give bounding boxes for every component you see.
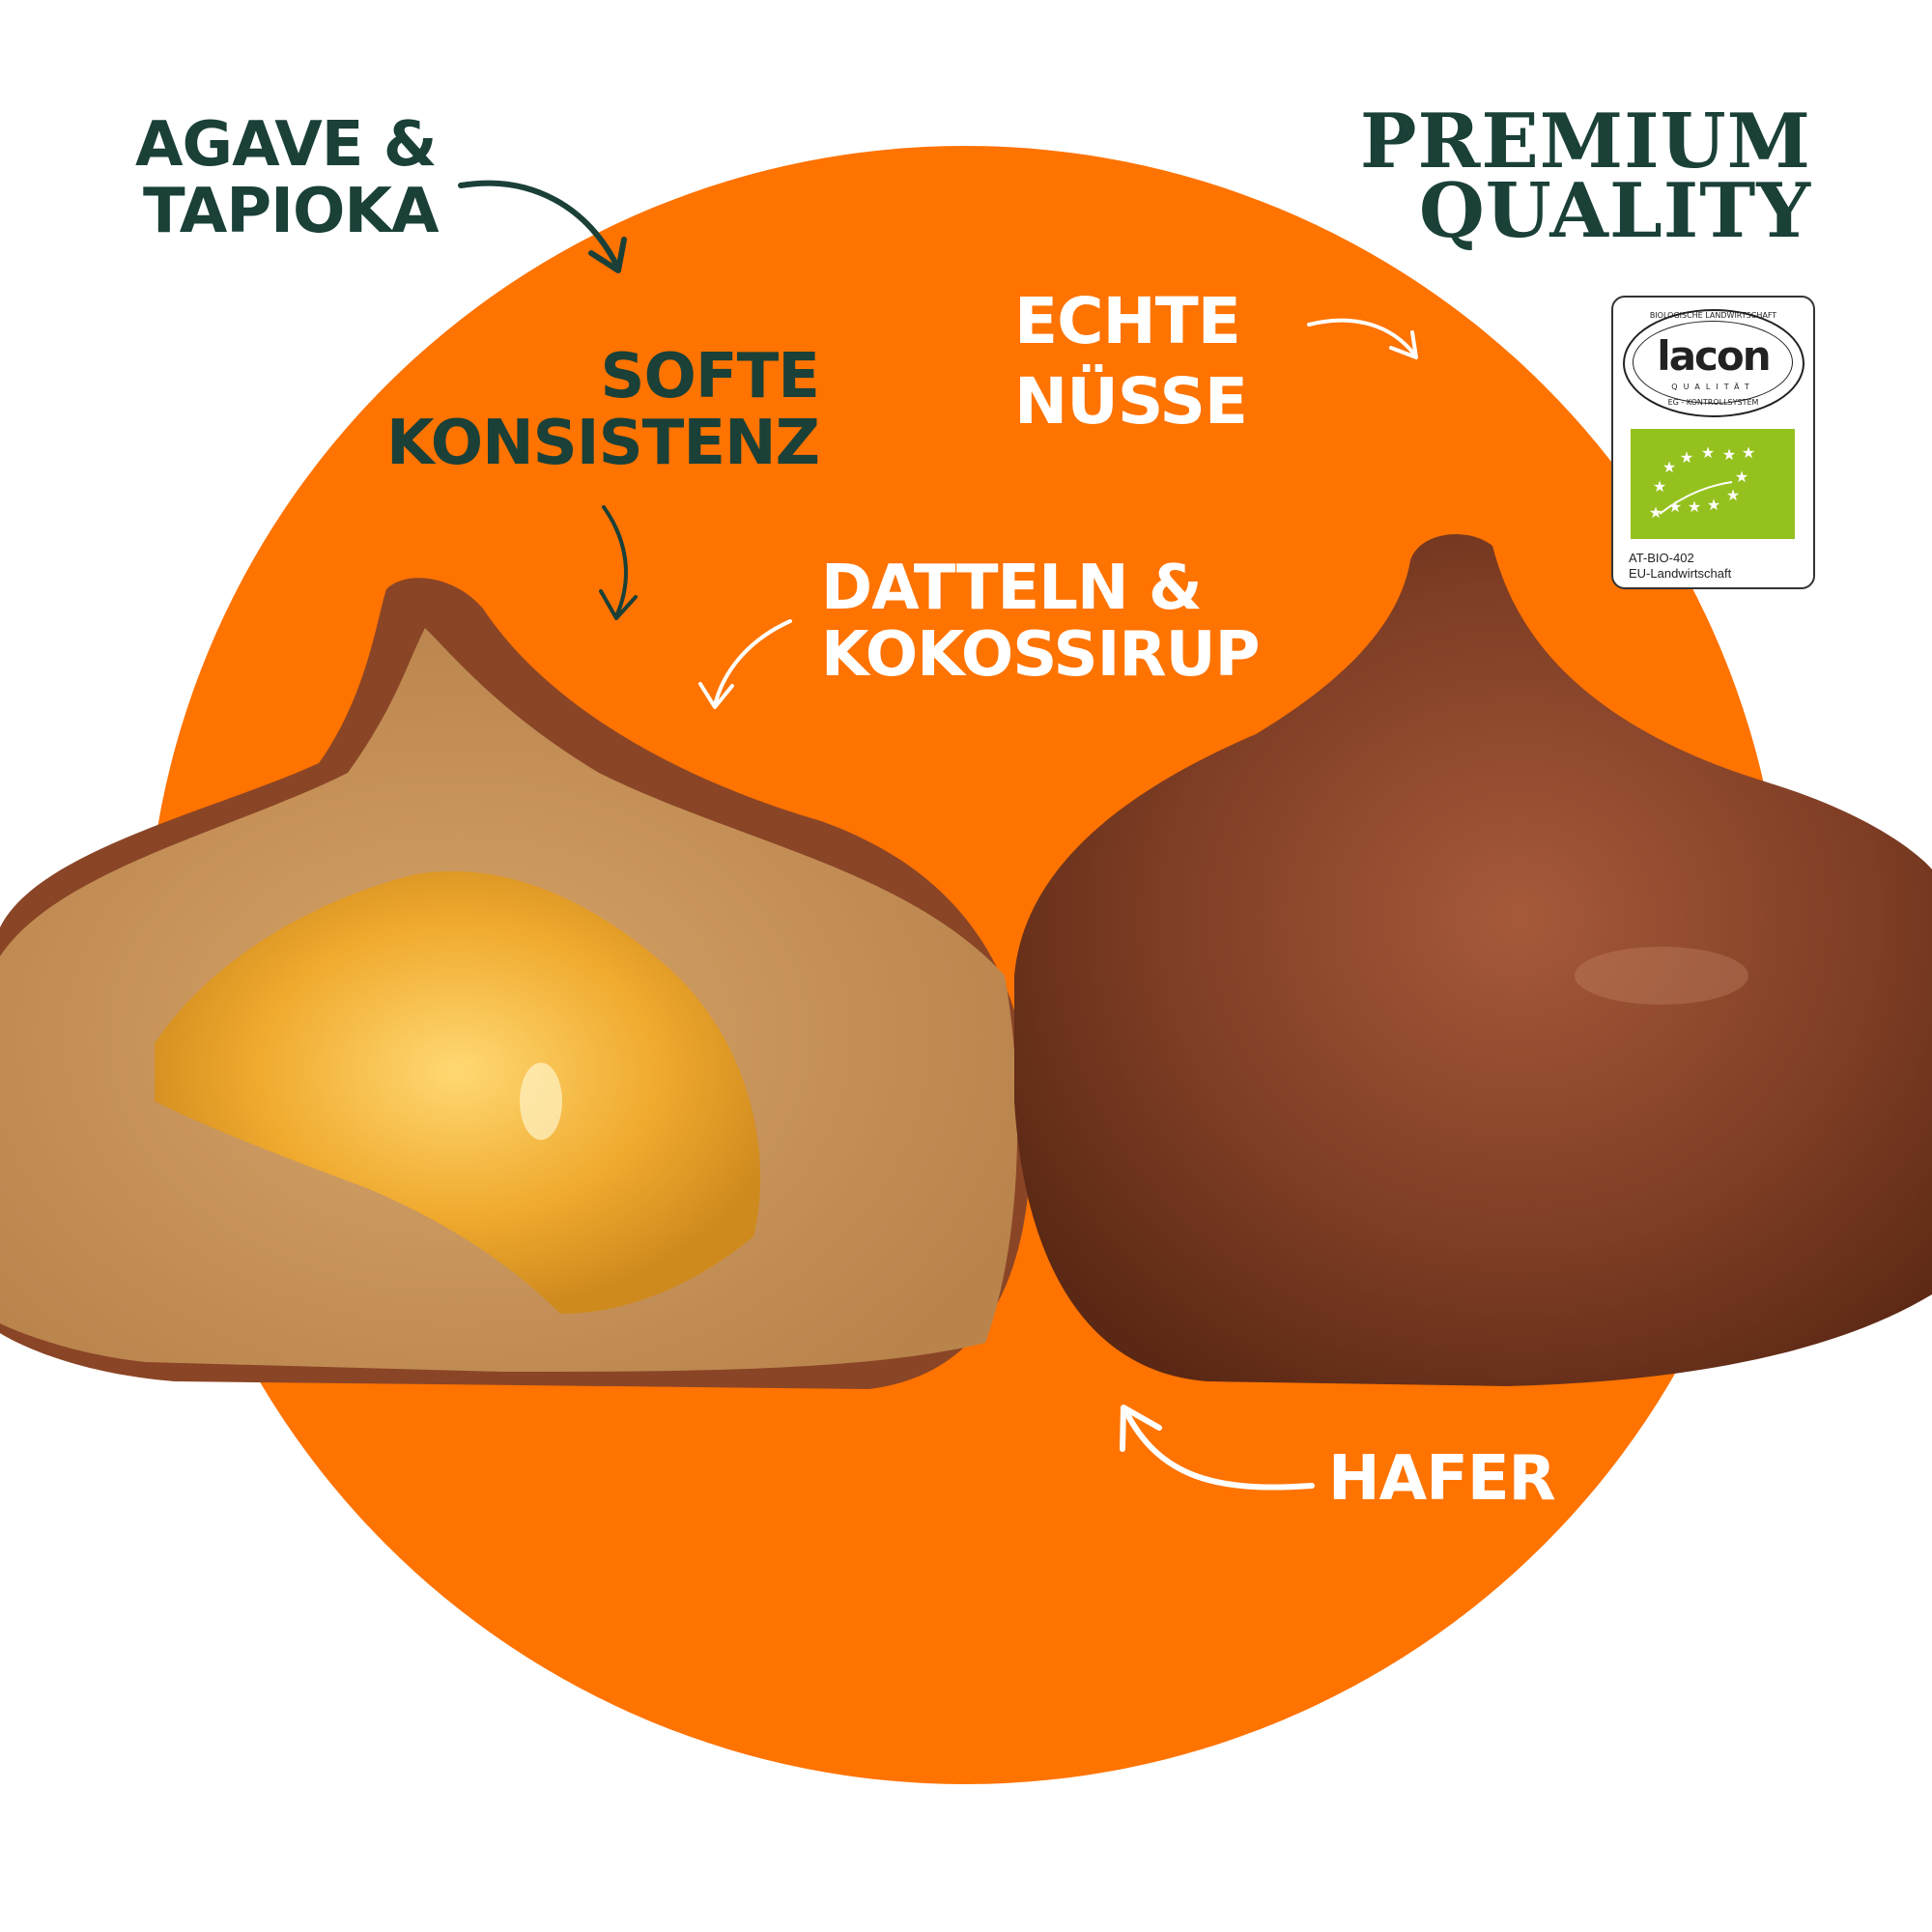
svg-text:★: ★ xyxy=(1662,458,1676,476)
label-line: SOFTE xyxy=(600,341,820,412)
label-line: ECHTE xyxy=(1014,284,1241,358)
svg-text:★: ★ xyxy=(1653,477,1666,496)
svg-text:★: ★ xyxy=(1742,443,1755,462)
organic-certification-badge: BIOLOGISCHE LANDWIRTSCHAFT lacon QUALITÄ… xyxy=(1611,296,1815,589)
ring-text-top: BIOLOGISCHE LANDWIRTSCHAFT xyxy=(1649,311,1777,320)
svg-text:★: ★ xyxy=(1707,496,1720,514)
eu-organic-leaf-icon: ★★★★★ ★★★★★★★ xyxy=(1631,429,1795,539)
origin-text: EU-Landwirtschaft xyxy=(1629,566,1732,582)
label-datteln-kokossirup: DATTELN & KOKOSSIRUP xyxy=(821,553,1261,692)
label-softe-konsistenz: SOFTE KONSISTENZ xyxy=(385,341,820,480)
svg-text:★: ★ xyxy=(1680,448,1693,467)
label-line: KONSISTENZ xyxy=(385,408,820,480)
chocolate-coating xyxy=(1014,534,1932,1386)
svg-text:★: ★ xyxy=(1688,497,1701,516)
arrow-hafer xyxy=(1120,1405,1315,1491)
lacon-logo: lacon xyxy=(1613,336,1813,377)
ring-text-bottom: EG - KONTROLLSYSTEM xyxy=(1667,398,1759,407)
label-echte-nuesse: ECHTE NÜSSE xyxy=(1014,282,1248,441)
svg-text:★: ★ xyxy=(1701,443,1715,462)
label-line: TAPIOKA xyxy=(143,176,439,248)
lacon-oval xyxy=(1623,309,1804,417)
arrow-agave xyxy=(458,180,627,273)
svg-text:★: ★ xyxy=(1722,445,1736,464)
svg-text:★: ★ xyxy=(1649,503,1662,522)
label-hafer: HAFER xyxy=(1328,1443,1556,1515)
label-line: NÜSSE xyxy=(1014,363,1248,439)
label-line: KOKOSSIRUP xyxy=(821,619,1261,692)
heading-line: PREMIUM xyxy=(1359,98,1811,185)
caramel-filling xyxy=(155,870,761,1314)
heading-line: QUALITY xyxy=(1418,167,1811,255)
brand-text: lacon xyxy=(1657,332,1771,380)
cut-cookie xyxy=(0,578,1033,1389)
lacon-inner-oval xyxy=(1633,321,1793,404)
certification-code: AT-BIO-402 EU-Landwirtschaft xyxy=(1629,551,1731,582)
arrow-softe xyxy=(599,505,638,620)
svg-text:★: ★ xyxy=(1726,486,1740,504)
svg-text:★: ★ xyxy=(1735,468,1748,486)
label-agave-tapioka: AGAVE & TAPIOKA xyxy=(135,109,439,248)
label-line: AGAVE & xyxy=(135,109,438,181)
control-code: AT-BIO-402 xyxy=(1629,551,1694,565)
label-line: DATTELN & xyxy=(821,553,1203,624)
arrow-echte xyxy=(1307,318,1418,359)
premium-quality-heading: PREMIUM QUALITY xyxy=(1360,104,1811,249)
brand-subtext: QUALITÄT xyxy=(1671,383,1755,391)
arrow-datteln xyxy=(698,619,792,709)
whole-cookie xyxy=(1014,534,1932,1386)
leaf-stars-icon: ★★★★★ ★★★★★★★ xyxy=(1649,443,1755,522)
